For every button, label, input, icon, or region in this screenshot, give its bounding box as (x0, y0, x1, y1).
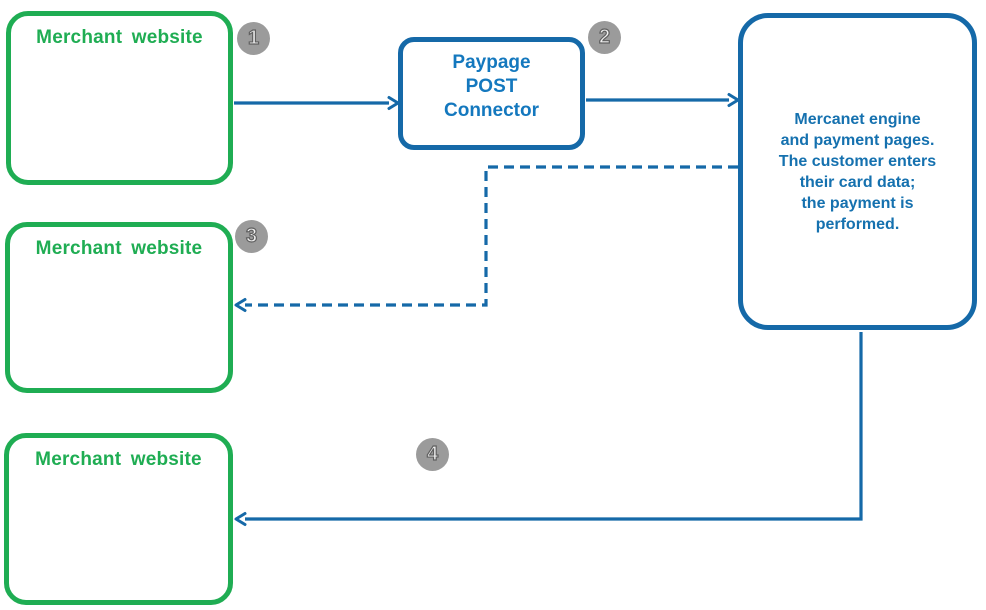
step-badge-1: 1 (237, 22, 270, 55)
step-badge-3: 3 (235, 220, 268, 253)
edge-mercanet-to-merchant2-dashed (234, 165, 738, 312)
merchant-website-box-3: Merchant website (4, 433, 233, 605)
mercanet-engine-label: Mercanet engine and payment pages. The c… (778, 110, 937, 233)
merchant-website-label-1: Merchant website (36, 27, 203, 48)
merchant-website-box-2: Merchant website (5, 222, 233, 393)
mercanet-engine-box: Mercanet engine and payment pages. The c… (738, 13, 977, 330)
step-badge-2: 2 (588, 21, 621, 54)
merchant-website-label-2: Merchant website (35, 238, 203, 259)
merchant-website-label-3: Merchant website (35, 449, 202, 470)
merchant-website-box-1: Merchant website (6, 11, 233, 185)
edge-mercanet-to-merchant3 (234, 332, 863, 526)
step-badge-4: 4 (416, 438, 449, 471)
paypage-post-connector-box: Paypage POST Connector (398, 37, 585, 150)
paypage-post-connector-label: Paypage POST Connector (444, 52, 539, 121)
